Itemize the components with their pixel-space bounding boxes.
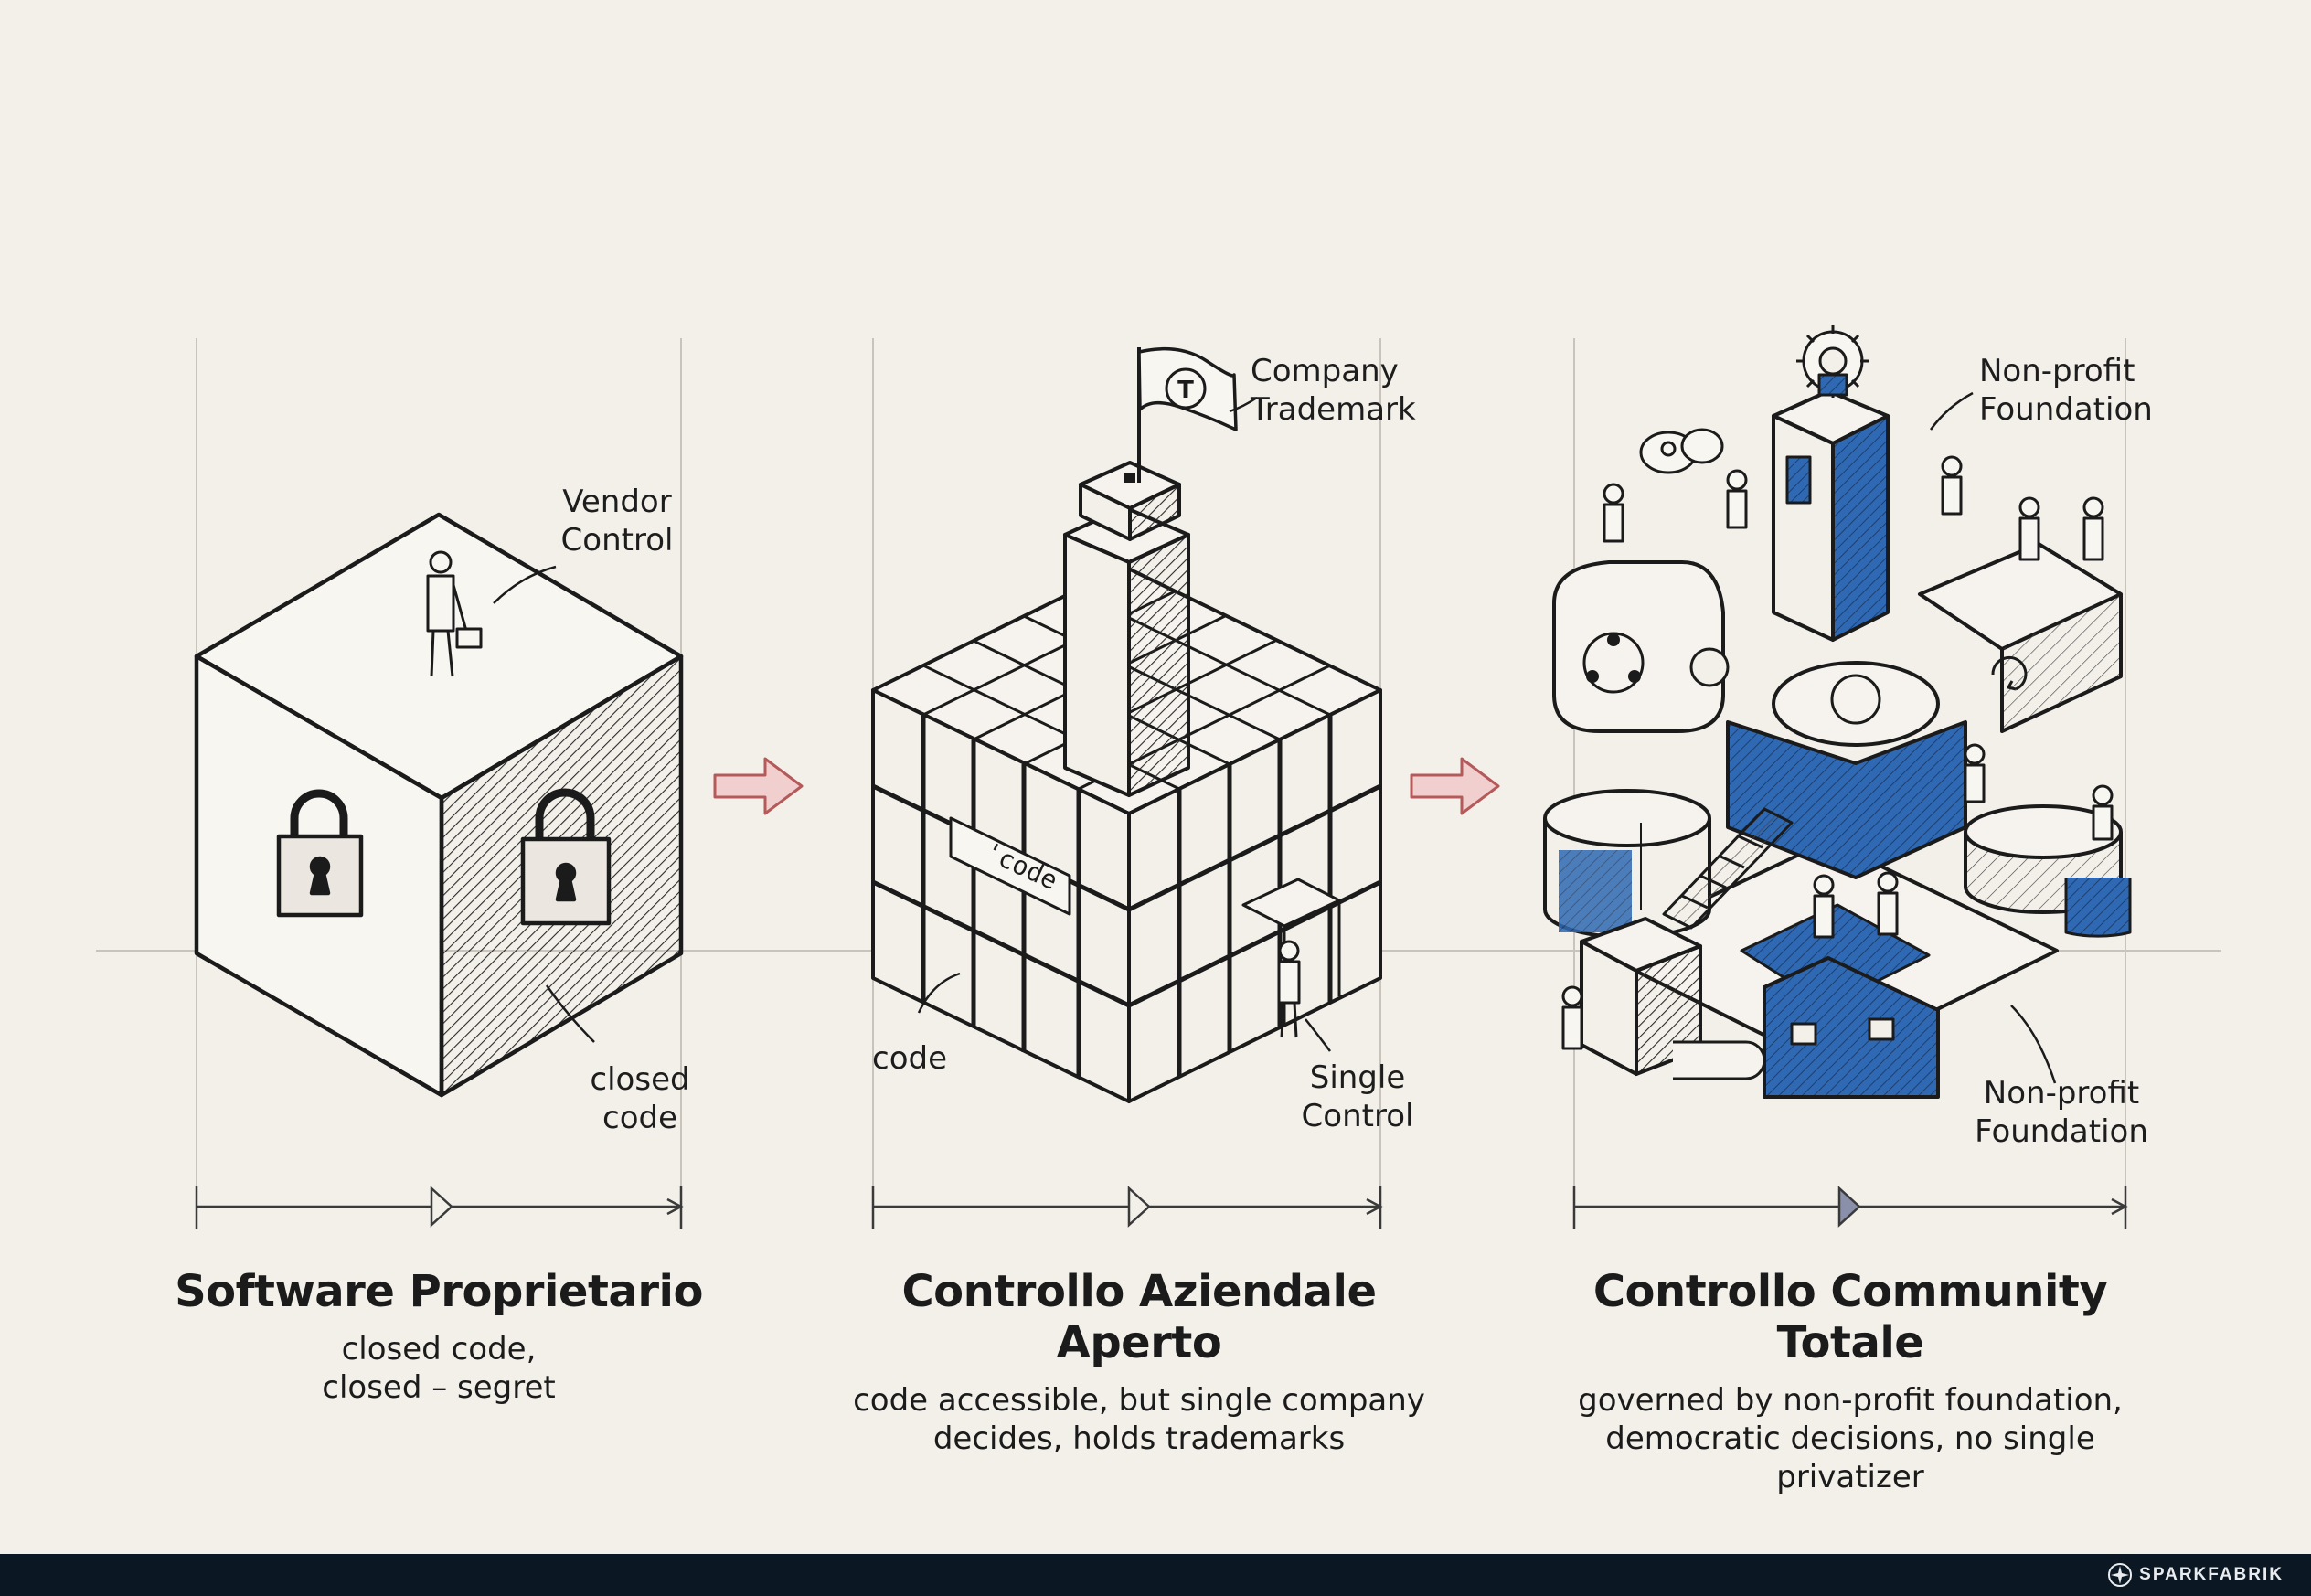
refresh-icon [1991, 655, 2028, 691]
trademark-letter: T [1177, 377, 1194, 404]
brand: SPARKFABRIK [2108, 1562, 2284, 1588]
company-person-icon [1277, 940, 1301, 1038]
bottom-foundation-leader [2010, 1005, 2057, 1084]
staircase [1662, 807, 1794, 930]
arrow-right-icon [713, 757, 804, 815]
company-trademark-leader [1229, 396, 1258, 413]
speech-bubble-icon [1639, 428, 1724, 474]
gear-icon [1796, 325, 1869, 398]
diagram-canvas: T 'code [96, 325, 2221, 1229]
panel-description: closed – segret [322, 1369, 556, 1406]
panel-title: Software Proprietario [175, 1266, 703, 1317]
brand-name: SPARKFABRIK [2139, 1565, 2284, 1584]
footer-bar: SPARKFABRIK [0, 1554, 2311, 1596]
vendor-control-leader [493, 565, 557, 604]
community-people-icons [1561, 455, 2114, 1050]
top-foundation-leader [1929, 391, 1974, 431]
panel-description: code accessible, but single company [853, 1382, 1425, 1419]
closed-code-leader [545, 984, 595, 1043]
padlock-icon [520, 788, 612, 926]
panel-description: decides, holds trademarks [932, 1420, 1346, 1457]
panel-description: closed code, [341, 1331, 537, 1367]
code-leader [917, 972, 961, 1014]
sparkfabrik-logo-icon [2108, 1563, 2133, 1587]
panel-title: Controllo Aziendale Aperto [901, 1266, 1377, 1368]
panel-caption-community: Controllo Community Totale governed by n… [1530, 1266, 2170, 1496]
code-label: code [872, 1040, 947, 1077]
open-building-illustration: T 'code [871, 346, 1382, 1103]
community-complex-illustration [1543, 325, 2132, 1099]
vendor-person-icon [426, 550, 483, 677]
single-control-leader [1305, 1018, 1331, 1052]
trademark-icon [1165, 367, 1207, 410]
panel-description: democratic decisions, no single privatiz… [1605, 1420, 2095, 1495]
panel-caption-corporate-open: Controllo Aziendale Aperto code accessib… [819, 1266, 1459, 1458]
panel-description: governed by non-profit foundation, [1578, 1382, 2123, 1419]
arrow-right-icon [1410, 757, 1500, 815]
meeting-table-icon [1830, 674, 1881, 725]
panel-caption-proprietary: Software Proprietario closed code, close… [119, 1266, 759, 1407]
panel-title: Controllo Community Totale [1592, 1266, 2108, 1368]
locked-cube-illustration [194, 512, 684, 1098]
padlock-icon [276, 789, 364, 918]
timeline-rulers [195, 1186, 2128, 1229]
